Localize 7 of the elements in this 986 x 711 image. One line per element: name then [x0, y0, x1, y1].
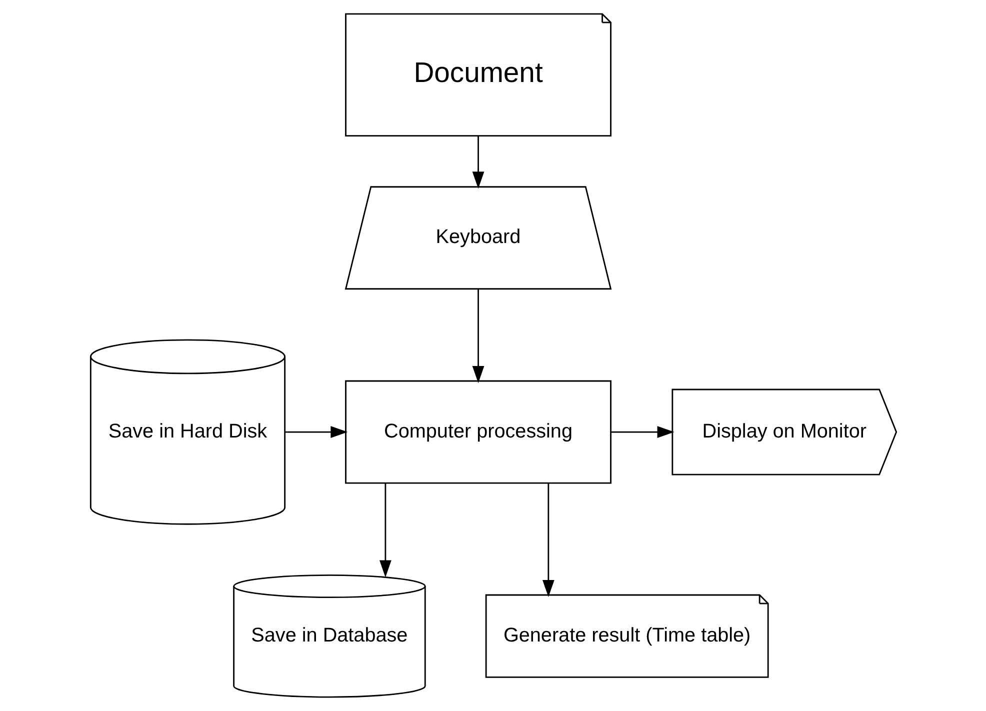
arrow: [610, 426, 674, 438]
arrow: [472, 136, 484, 189]
arrow: [542, 484, 554, 598]
arrow: [472, 289, 484, 384]
arrow: [378, 484, 391, 578]
arrow: [284, 426, 348, 438]
node-box: Computer processing: [344, 380, 611, 484]
